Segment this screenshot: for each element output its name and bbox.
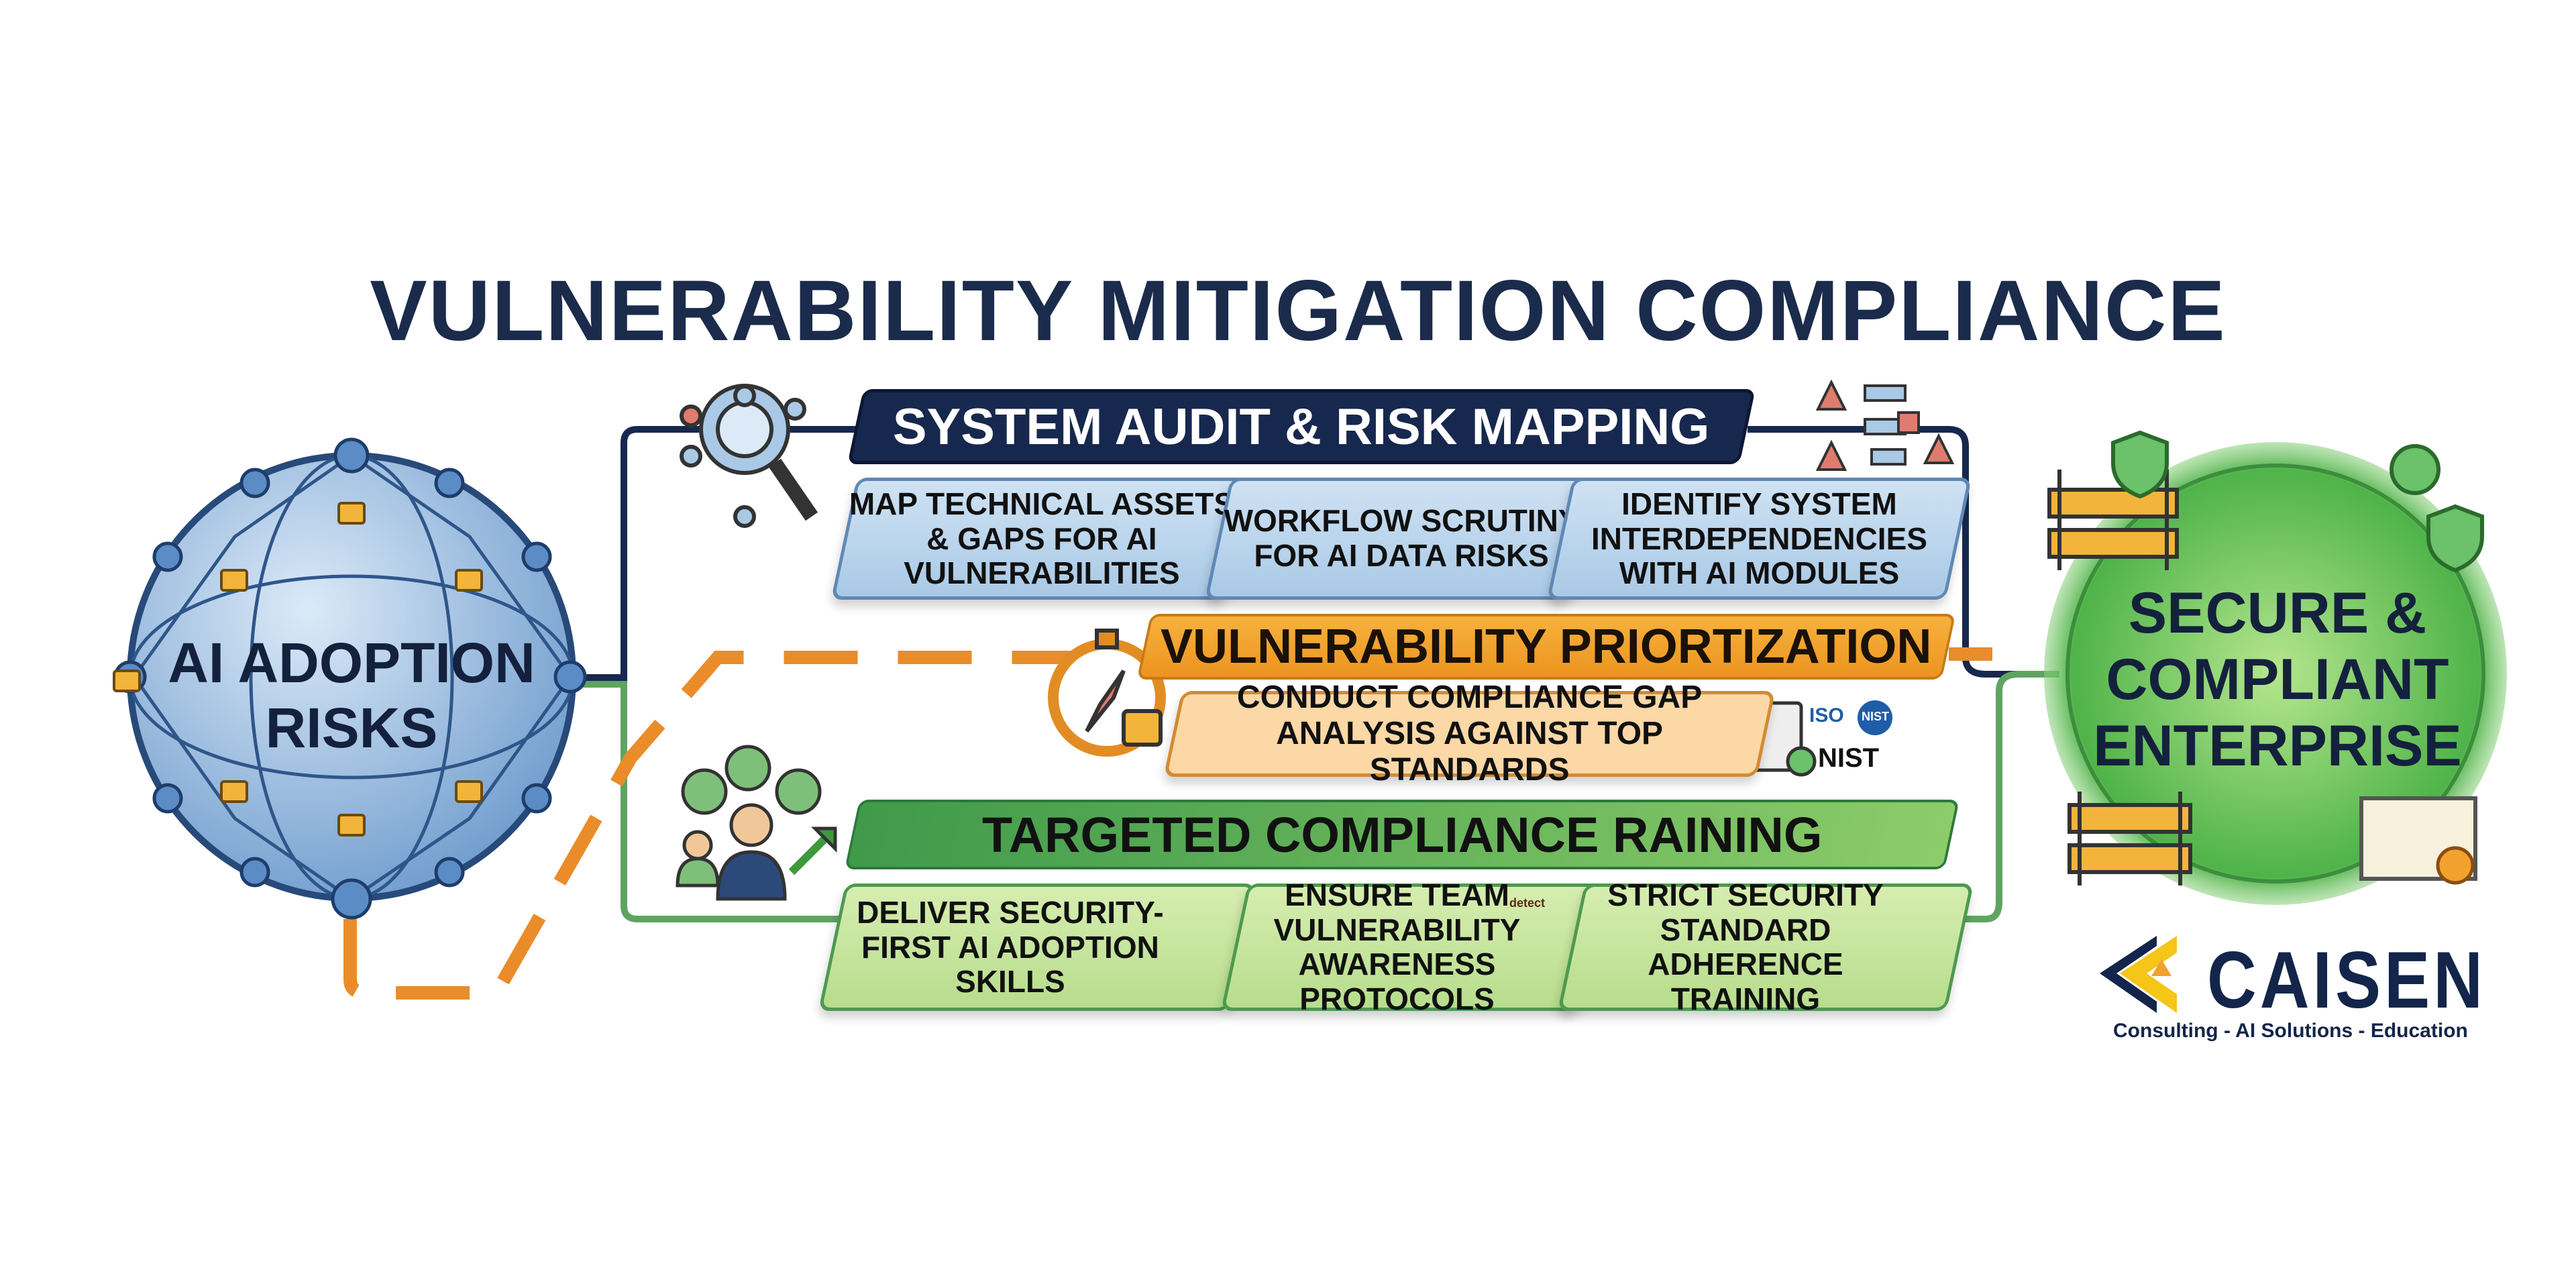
iso-badge: ISO <box>1809 704 1844 727</box>
stage-title: VULNERABILITY PRIORTIZATION <box>1161 620 1932 674</box>
training-card-2: ENSURE TEAM VULNERABILITY AWARENESS PROT… <box>1220 877 1607 1016</box>
card-text: CONDUCT COMPLIANCE GAP ANALYSIS AGAINST … <box>1236 680 1703 788</box>
ai-adoption-risks-label: AI ADOPTION RISKS <box>168 631 535 759</box>
card-text: ENSURE TEAM VULNERABILITY AWARENESS PROT… <box>1273 877 1521 1016</box>
stage-banner-audit: SYSTEM AUDIT & RISK MAPPING <box>847 389 1756 464</box>
caisen-logo-mark-icon <box>2100 936 2177 1013</box>
stopwatch-compass-lock-icon <box>1048 629 1166 757</box>
stage-title: SYSTEM AUDIT & RISK MAPPING <box>893 398 1710 455</box>
nist-seal-icon <box>1858 700 1892 735</box>
prioritization-connector <box>343 647 1992 1000</box>
nist-logo: NIST <box>1818 743 1880 773</box>
card-text: WORKFLOW SCRUTINY FOR AI DATA RISKS <box>1224 503 1579 573</box>
team-growth-icon <box>676 745 837 901</box>
secure-enterprise-label: SECURE & COMPLIANT ENTERPRISE <box>2093 581 2462 778</box>
risk-flow-icon <box>1815 379 1955 471</box>
audit-card-1: MAP TECHNICAL ASSETS & GAPS FOR AI VULNE… <box>830 478 1253 600</box>
prioritization-card: CONDUCT COMPLIANCE GAP ANALYSIS AGAINST … <box>1163 680 1776 788</box>
card-text: DELIVER SECURITY-FIRST AI ADOPTION SKILL… <box>857 894 1164 999</box>
ai-risk-sphere-icon <box>113 437 587 920</box>
card-text: STRICT SECURITY STANDARD ADHERENCE TRAIN… <box>1607 877 1884 1016</box>
audit-card-2: WORKFLOW SCRUTINY FOR AI DATA RISKS <box>1204 478 1599 600</box>
audit-connector <box>570 426 2059 681</box>
stage-banner-prioritization: VULNERABILITY PRIORTIZATION <box>1136 614 1956 680</box>
page-title: VULNERABILITY MITIGATION COMPLIANCE <box>370 263 2226 359</box>
stage-banner-training: TARGETED COMPLIANCE RAINING <box>844 800 1960 869</box>
shield-check-icon <box>2111 430 2484 573</box>
barrier-icon <box>2047 470 2192 885</box>
certificate-icon <box>2359 796 2477 885</box>
card-text: MAP TECHNICAL ASSETS & GAPS FOR AI VULNE… <box>849 486 1235 590</box>
caisen-logo-text: CAISEN <box>2207 935 2486 1025</box>
card-text: IDENTIFY SYSTEM INTERDEPENDENCIES WITH A… <box>1591 486 1927 590</box>
magnifier-network-icon <box>680 384 818 528</box>
audit-card-3: IDENTIFY SYSTEM INTERDEPENDENCIES WITH A… <box>1546 478 1972 600</box>
training-card-3: STRICT SECURITY STANDARD ADHERENCE TRAIN… <box>1557 877 1974 1016</box>
training-card-1: DELIVER SECURITY-FIRST AI ADOPTION SKILL… <box>818 883 1256 1011</box>
detect-badge: detect <box>1509 896 1546 910</box>
training-connector <box>570 671 2059 922</box>
stage-title: TARGETED COMPLIANCE RAINING <box>981 806 1823 863</box>
nist-seal-text: NIST <box>1862 710 1890 723</box>
caisen-tagline: Consulting - AI Solutions - Education <box>2113 1020 2468 1042</box>
